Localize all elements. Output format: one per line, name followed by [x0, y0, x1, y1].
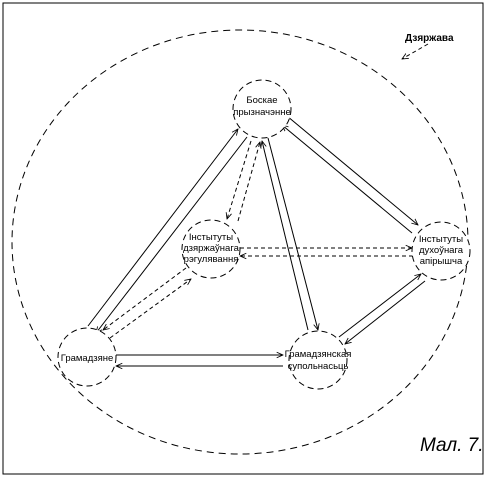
arrow-society-to-purpose — [262, 141, 309, 331]
arrow-spiritual-to-purpose — [282, 125, 413, 234]
arrow-spiritual-to-society — [345, 280, 426, 344]
arrow-institutions-to-purpose — [237, 142, 260, 222]
node-citizens-label-1: Грамадзяне — [61, 353, 114, 364]
node-purpose-circle — [232, 79, 292, 139]
node-spiritual-circle — [411, 221, 471, 281]
node-institutions-circle — [181, 219, 241, 279]
node-society-circle — [288, 330, 348, 390]
node-institutions-label-1: Інстытуты — [189, 232, 233, 243]
node-spiritual-label-1: Інстытуты — [419, 234, 463, 245]
state-label: Дзяржава — [405, 33, 454, 44]
node-institutions-label-3: рэгулявання — [184, 254, 239, 265]
arrow-citizens-to-institutions — [109, 279, 191, 339]
arrow-purpose-to-spiritual — [286, 115, 418, 225]
node-spiritual-label-2: духоўнага — [419, 245, 464, 256]
arrow-purpose-to-society — [267, 137, 318, 330]
node-spiritual-label-3: апірышча — [420, 256, 463, 267]
state-label-pointer — [402, 43, 429, 59]
figure-caption: Мал. 7. — [420, 435, 484, 456]
node-society-label-2: супольнасьць — [288, 361, 349, 372]
arrow-purpose-to-institutions — [227, 140, 252, 219]
node-purpose: Боскае прызначэнне — [232, 79, 292, 139]
node-spiritual: Інстытуты духоўнага апірышча — [411, 221, 471, 281]
arrow-institutions-to-citizens — [103, 267, 187, 330]
node-purpose-label-1: Боскае — [246, 95, 277, 106]
arrow-society-to-spiritual — [338, 274, 421, 338]
arrow-purpose-to-citizens — [96, 136, 248, 333]
node-society: Грамадзянская супольнасьць — [285, 330, 352, 390]
node-institutions-label-2: дзяржаўнага — [183, 243, 240, 254]
node-institutions: Інстытуты дзяржаўнага рэгулявання — [181, 219, 241, 279]
connections — [87, 115, 426, 366]
node-citizens-circle — [57, 327, 117, 387]
node-society-label-1: Грамадзянская — [285, 349, 352, 360]
node-purpose-label-2: прызначэнне — [233, 107, 291, 118]
node-citizens: Грамадзяне — [57, 327, 117, 387]
arrow-citizens-to-purpose — [87, 129, 238, 327]
